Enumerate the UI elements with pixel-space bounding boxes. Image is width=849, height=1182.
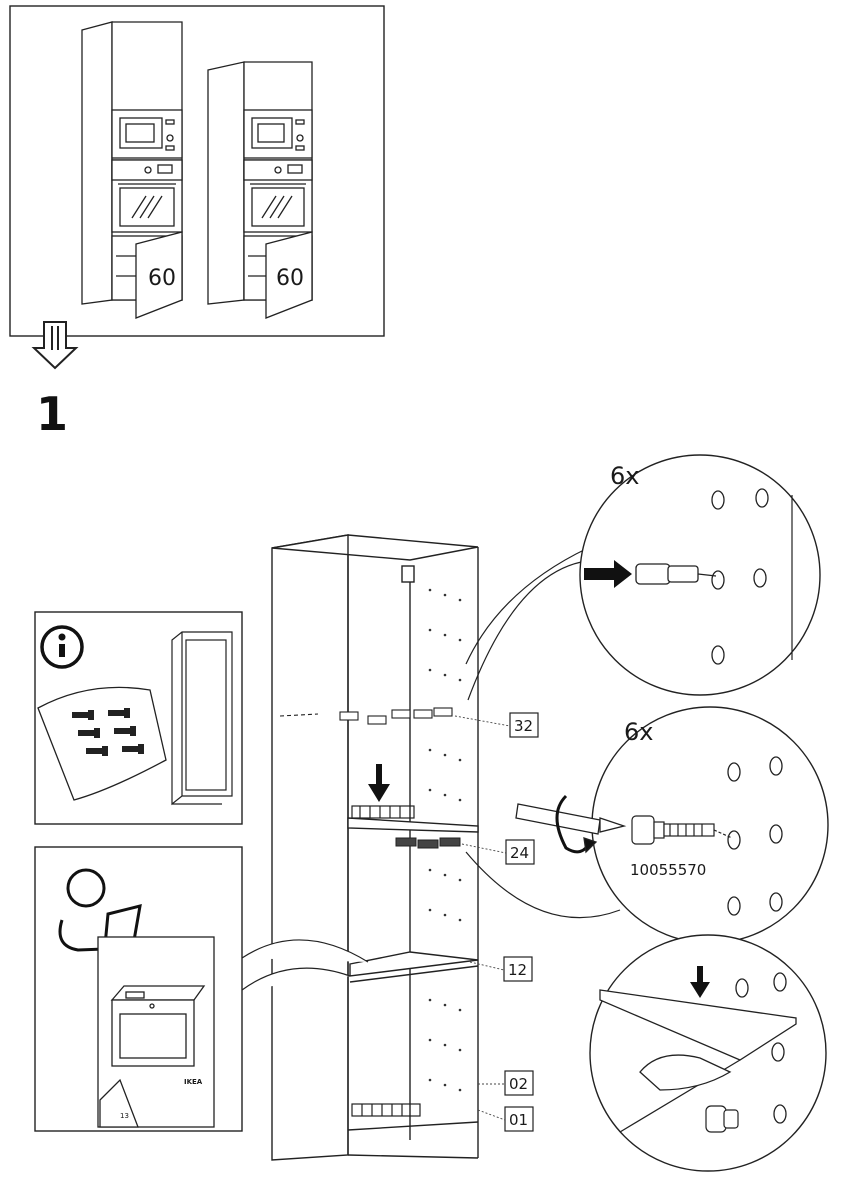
booklet-page-number: 13 bbox=[120, 1112, 129, 1120]
vent-grate-top bbox=[351, 805, 415, 819]
connector-screw-icon bbox=[705, 1105, 739, 1133]
callout-leaders bbox=[454, 715, 511, 1121]
callout-24-label: 24 bbox=[510, 844, 529, 862]
shelf-screws-row bbox=[395, 837, 461, 849]
callout-01: 01 bbox=[504, 1106, 534, 1132]
small-cabinet-frame-icon bbox=[171, 631, 233, 806]
callout-01-label: 01 bbox=[509, 1111, 528, 1129]
insert-arrow-icon bbox=[368, 764, 390, 802]
cabinet-right-width-label: 60 bbox=[276, 266, 304, 291]
insert-direction-arrow-icon bbox=[584, 560, 632, 588]
main-cabinet bbox=[271, 534, 479, 1161]
callout-24: 24 bbox=[505, 839, 535, 865]
screws-quantity-label: 6x bbox=[624, 718, 653, 746]
step-number: 1 bbox=[36, 387, 68, 441]
vent-grate-bottom bbox=[351, 1103, 421, 1117]
callout-02-label: 02 bbox=[509, 1075, 528, 1093]
oven-manual-booklet bbox=[97, 936, 215, 1128]
manual-connector bbox=[241, 939, 369, 991]
info-icon bbox=[40, 625, 84, 669]
detail-circle-pins bbox=[465, 454, 821, 701]
shelf-pins-row bbox=[279, 707, 453, 725]
screw-part-number: 10055570 bbox=[630, 861, 706, 879]
callout-12: 12 bbox=[503, 956, 533, 982]
cabinet-illustration-left bbox=[81, 21, 183, 319]
pins-quantity-label: 6x bbox=[610, 462, 639, 490]
shelf-pin-icon bbox=[635, 563, 717, 585]
down-arrow-icon bbox=[31, 321, 79, 370]
callout-12-label: 12 bbox=[508, 961, 527, 979]
info-panel bbox=[34, 611, 243, 825]
detail-circle-screws bbox=[465, 706, 829, 944]
cabinet-illustration-right bbox=[207, 61, 313, 319]
screwdriver-icon bbox=[515, 794, 627, 854]
cabinet-left-width-label: 60 bbox=[148, 266, 176, 291]
shelf-pin-holes bbox=[428, 588, 462, 1092]
callout-02: 02 bbox=[504, 1070, 534, 1096]
callout-32-label: 32 bbox=[514, 717, 533, 735]
manual-panel: 13 IKEA bbox=[34, 846, 243, 1132]
overview-frame: 60 60 bbox=[9, 5, 385, 337]
callout-32: 32 bbox=[509, 712, 539, 738]
fittings-bag-icon bbox=[37, 686, 167, 801]
press-down-arrow-icon bbox=[690, 966, 710, 998]
detail-circle-shelf bbox=[589, 934, 827, 1172]
shelf-clip-icon bbox=[639, 1054, 732, 1091]
booklet-brand: IKEA bbox=[184, 1078, 203, 1086]
screw-icon bbox=[631, 815, 733, 845]
